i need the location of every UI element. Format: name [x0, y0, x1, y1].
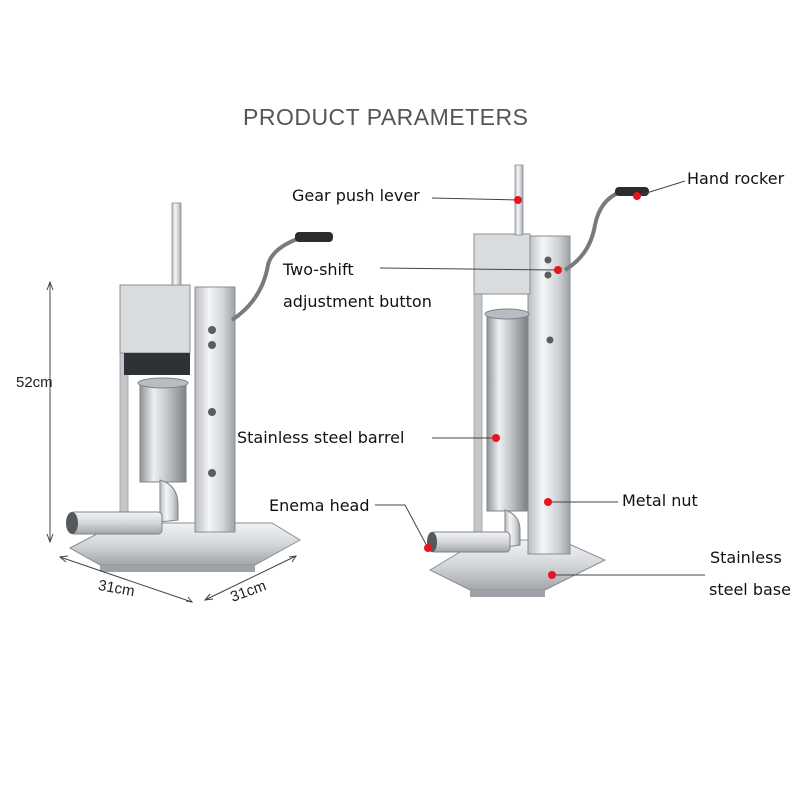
marker-gear-push-lever — [514, 196, 522, 204]
left-top-head — [119, 284, 191, 354]
label-stainless-steel-barrel: Stainless steel barrel — [237, 428, 405, 447]
markers — [424, 192, 641, 579]
marker-barrel — [492, 434, 500, 442]
left-enema-head — [69, 511, 163, 535]
label-hand-rocker: Hand rocker — [687, 169, 785, 188]
page-title: PRODUCT PARAMETERS — [243, 104, 529, 130]
marker-steel-base — [548, 571, 556, 579]
height-label: 52cm — [16, 374, 53, 391]
label-steel-base-line2: steel base — [709, 580, 791, 599]
label-two-shift-line1: Two-shift — [283, 260, 354, 279]
right-top-head — [473, 233, 531, 295]
left-machine — [66, 202, 333, 572]
left-barrel — [139, 381, 187, 483]
leader-lines — [375, 180, 705, 576]
left-hand-rocker — [230, 236, 301, 322]
right-enema-head — [429, 531, 511, 553]
dimension-lines — [46, 280, 298, 603]
right-machine — [427, 164, 649, 597]
label-steel-base-line1: Stainless — [710, 548, 782, 567]
marker-enema-head — [424, 544, 432, 552]
marker-metal-nut — [544, 498, 552, 506]
marker-two-shift — [554, 266, 562, 274]
right-hand-rocker — [563, 190, 621, 272]
right-frame — [527, 235, 571, 555]
left-gear-push-lever — [171, 202, 182, 286]
label-gear-push-lever: Gear push lever — [292, 186, 420, 205]
right-barrel — [486, 312, 528, 512]
label-metal-nut: Metal nut — [622, 491, 698, 510]
label-enema-head: Enema head — [269, 496, 370, 515]
label-two-shift-line2: adjustment button — [283, 292, 432, 311]
marker-hand-rocker — [633, 192, 641, 200]
